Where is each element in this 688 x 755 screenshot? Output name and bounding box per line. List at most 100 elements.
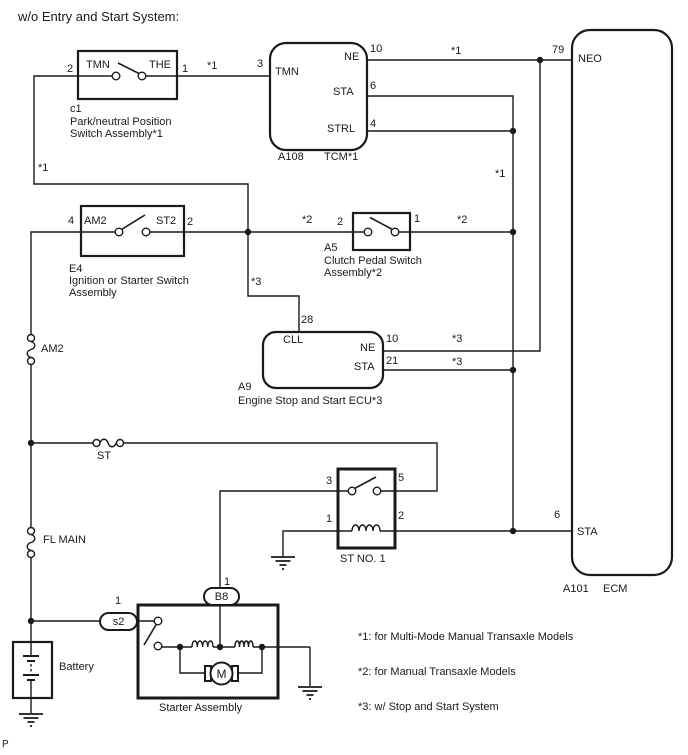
fuse-am2-bottom-contact — [26, 356, 36, 366]
relay-name: ST NO. 1 — [340, 553, 386, 565]
c1-contact-right — [137, 71, 147, 81]
e4-contact-left — [114, 227, 124, 237]
ground-relay1-icon — [271, 556, 295, 570]
a9-box — [261, 330, 385, 390]
wire-label-star3-a9-sta: *3 — [452, 356, 463, 368]
switch-contacts — [111, 71, 400, 651]
s2-pin: 1 — [115, 595, 122, 607]
wire-motor-taps — [179, 647, 263, 674]
junction-coil-right — [258, 643, 266, 651]
a9-desc: Engine Stop and Start ECU*3 — [238, 395, 383, 407]
fuse-am2-top-contact — [26, 333, 36, 343]
e4-desc-2: Assembly — [69, 287, 117, 299]
junction-ne-neo — [536, 56, 544, 64]
wire-relay3-to-b8 — [219, 490, 338, 588]
ground-battery-icon — [19, 713, 43, 727]
fuse-am2-label: AM2 — [41, 343, 64, 355]
wire-label-star3-a9-ne: *3 — [452, 333, 463, 345]
b8-label: B8 — [214, 591, 229, 603]
switch-arms — [117, 62, 393, 646]
tcm-box — [268, 41, 369, 152]
e4-term-st2: ST2 — [156, 215, 177, 227]
wire-label-star1-ne-neo: *1 — [451, 45, 462, 57]
ecm-pin-neo: 79 — [552, 44, 565, 56]
fuse-st-element — [99, 438, 117, 448]
fuse-am2-element — [26, 340, 36, 359]
s2-oval — [99, 612, 138, 631]
a9-pin-sta: 21 — [386, 355, 399, 367]
tcm-term-strl: STRL — [327, 123, 356, 135]
a5-pin-right: 1 — [414, 213, 421, 225]
wire-label-star2-e4-a5: *2 — [302, 214, 313, 226]
page-marker: P — [2, 739, 9, 750]
coils — [191, 524, 381, 648]
b8-pin: 1 — [224, 576, 231, 588]
a5-contact-left — [363, 227, 373, 237]
tcm-pin-ne: 10 — [370, 43, 383, 55]
ecm-box — [570, 28, 674, 577]
c1-desc-2: Switch Assembly*1 — [70, 128, 163, 140]
tcm-name: TCM*1 — [324, 151, 359, 163]
a5-desc-1: Clutch Pedal Switch — [324, 255, 422, 267]
a9-pin-ne: 10 — [386, 333, 399, 345]
c1-pin-left: 2 — [67, 63, 74, 75]
fuse-flmain-bottom-contact — [26, 549, 36, 559]
battery-label: Battery — [59, 661, 94, 673]
relay-box — [336, 467, 397, 550]
c1-pin-right: 1 — [182, 63, 189, 75]
note-2: *2: for Manual Transaxle Models — [358, 666, 516, 678]
component-boxes — [11, 28, 674, 700]
relay-coil — [351, 524, 381, 532]
junction-st-fuse — [27, 439, 35, 447]
relay-switch-arm — [354, 476, 377, 490]
c1-desc-1: Park/neutral Position — [70, 116, 172, 128]
tcm-term-tmn: TMN — [275, 66, 299, 78]
c1-term-tmn: TMN — [86, 59, 110, 71]
e4-box — [79, 204, 186, 258]
e4-contact-right — [141, 227, 151, 237]
starter-motor-symbol — [204, 661, 239, 686]
wire-to-a9-cll — [247, 232, 300, 332]
tcm-id: A108 — [278, 151, 304, 163]
ecm-term-sta: STA — [577, 526, 598, 538]
relay-contact-left — [347, 486, 357, 496]
a5-switch-arm — [369, 216, 393, 231]
tcm-pin-tmn: 3 — [257, 58, 264, 70]
fuse-symbols — [26, 333, 125, 559]
wire-tcm-sta-chain — [367, 95, 514, 531]
relay-pin-5: 5 — [398, 472, 405, 484]
starter-box — [136, 603, 280, 700]
relay-pin-2: 2 — [398, 510, 405, 522]
e4-term-am2: AM2 — [84, 215, 107, 227]
note-1: *1: for Multi-Mode Manual Transaxle Mode… — [358, 631, 574, 643]
starter-label: Starter Assembly — [159, 702, 243, 714]
wire-label-star2-a5-out: *2 — [457, 214, 468, 226]
relay-pin-1: 1 — [326, 513, 333, 525]
motor-label: M — [216, 667, 227, 681]
c1-id: c1 — [70, 103, 82, 115]
junction-a5-out — [509, 228, 517, 236]
c1-box — [76, 49, 179, 101]
e4-switch-arm — [121, 214, 146, 231]
a5-pin-left: 2 — [337, 216, 344, 228]
tcm-term-sta: STA — [333, 86, 354, 98]
e4-id: E4 — [69, 263, 83, 275]
junction-strl — [509, 127, 517, 135]
a9-term-ne: NE — [360, 342, 376, 354]
starter-switch-arm — [143, 623, 158, 646]
ecm-term-neo: NEO — [578, 53, 602, 65]
ecm-name: ECM — [603, 583, 628, 595]
ground-starter-icon — [298, 686, 322, 700]
junction-dots — [27, 56, 544, 651]
wire-e4-to-bus — [30, 231, 81, 334]
a9-term-sta: STA — [354, 361, 375, 373]
fuse-flmain-top-contact — [26, 526, 36, 536]
ecm-pin-sta: 6 — [554, 509, 561, 521]
wire-a9-ne-branch — [383, 60, 541, 352]
fuse-st-left-contact — [92, 438, 101, 448]
starter-pullin-coil — [191, 640, 214, 648]
junction-a9-sta — [509, 366, 517, 374]
a9-pin-cll: 28 — [301, 314, 314, 326]
